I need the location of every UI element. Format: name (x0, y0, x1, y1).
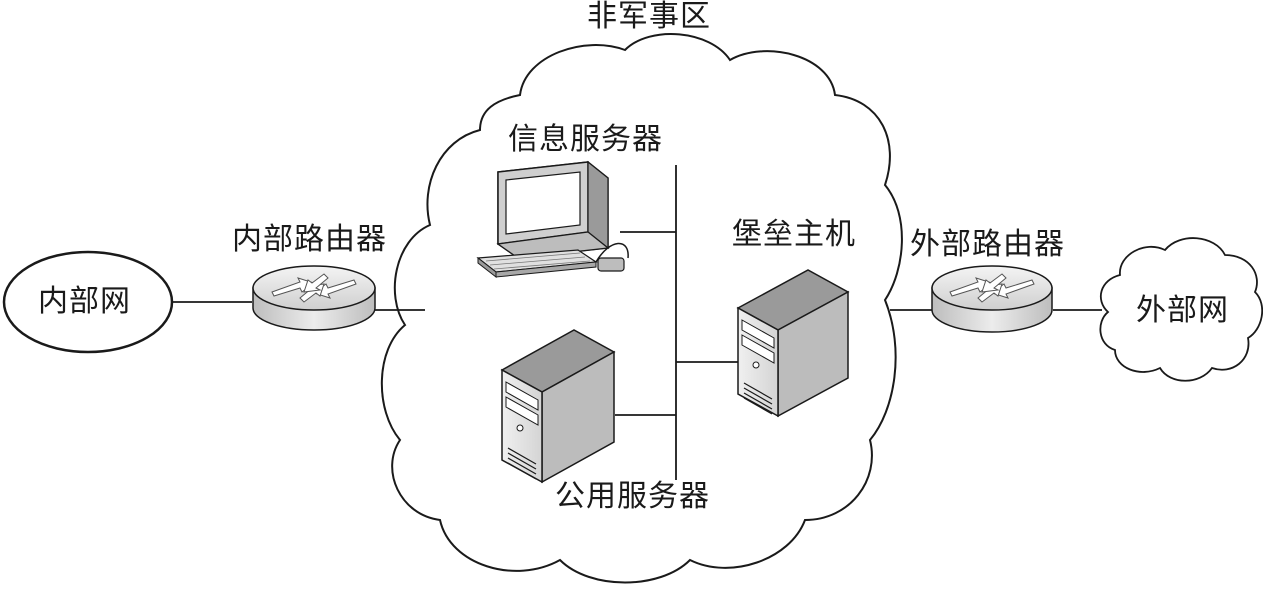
external-network-label: 外部网 (1136, 293, 1229, 328)
internal-network-label: 内部网 (38, 284, 131, 319)
bastion-host-tower-icon (736, 269, 850, 418)
external-router-label: 外部路由器 (910, 227, 1065, 262)
external-network-cloud (1099, 237, 1263, 382)
dmz-label: 非军事区 (587, 0, 711, 34)
info-server-label: 信息服务器 (508, 122, 663, 157)
pc-workstation-icon (476, 160, 629, 279)
public-server-tower-icon (500, 329, 616, 484)
public-server-label: 公用服务器 (555, 479, 710, 514)
external-router-icon (931, 265, 1053, 333)
internal-router-icon (252, 265, 376, 331)
internal-router-label: 内部路由器 (232, 222, 387, 257)
bastion-host-label: 堡垒主机 (732, 217, 856, 252)
